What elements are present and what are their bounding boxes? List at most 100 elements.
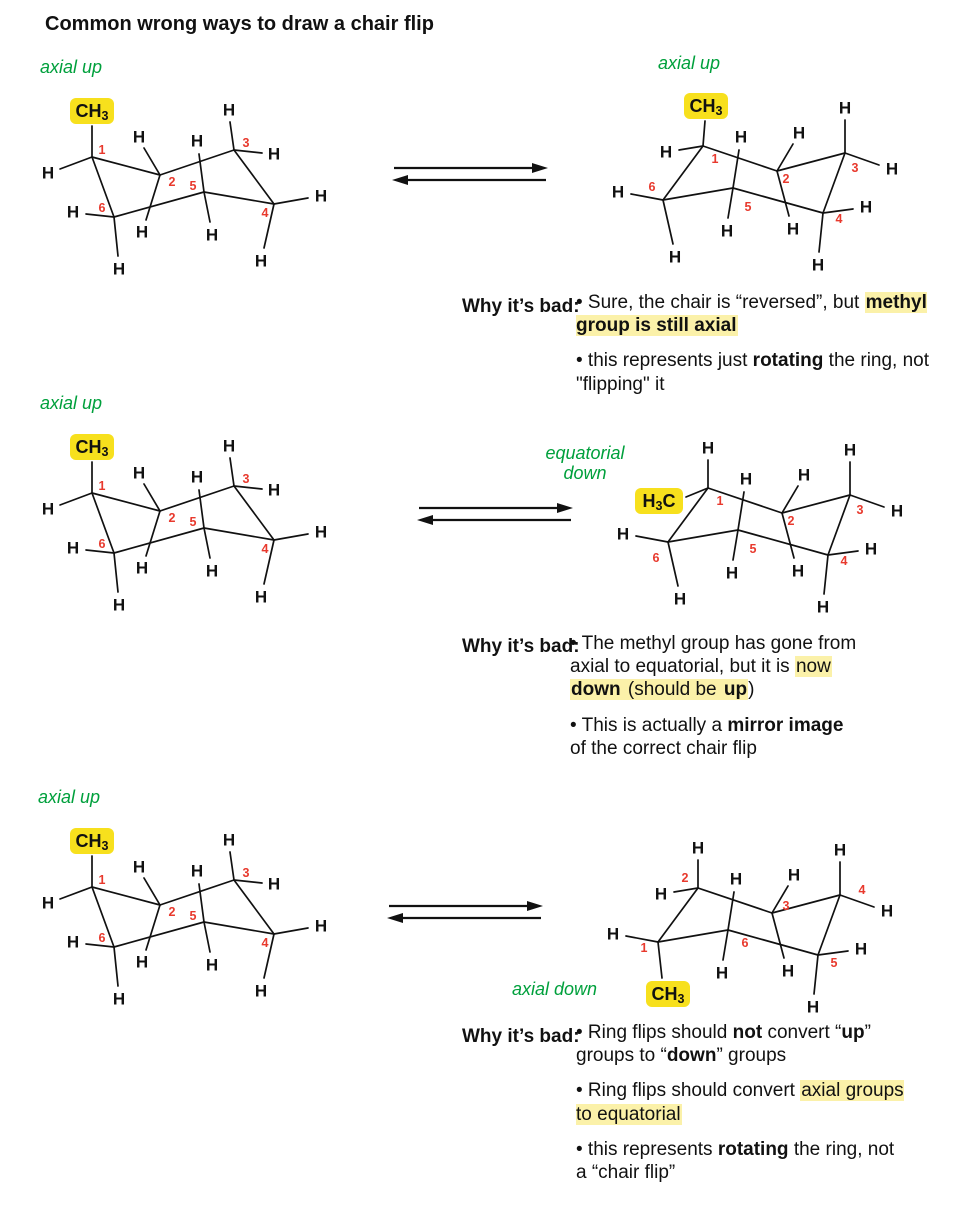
hydrogen-label: H [716,964,728,983]
carbon-number: 4 [262,936,269,950]
bond-line [657,887,699,943]
highlighted-text: (should be [621,679,723,701]
methyl-group-label: CH3 [76,437,109,459]
hydrogen-label: H [315,523,327,542]
bullet-text: • The methyl group has gone from axial t… [570,633,857,678]
carbon-number: 1 [717,494,724,508]
axial-up-label-row1-right: axial up [658,53,721,73]
bond-line [737,529,829,556]
bond-line [662,145,704,201]
bond-line [657,929,729,943]
bond-line [662,187,734,201]
bond-line [273,927,309,935]
carbon-number: 5 [831,956,838,970]
bond-line [707,487,783,514]
hydrogen-label: H [268,145,280,164]
bond-line [737,491,745,531]
bond-line [827,550,859,556]
bond-line [85,943,115,948]
hydrogen-label: H [67,539,79,558]
carbon-number: 1 [99,479,106,493]
carbon-number: 4 [836,212,843,226]
hydrogen-label: H [726,564,738,583]
bond-line [233,149,263,154]
hydrogen-label: H [42,164,54,183]
bullet-item: • this represents just rotating the ring… [576,349,956,395]
hydrogen-label: H [255,588,267,607]
carbon-number: 6 [99,931,106,945]
bond-line [263,539,275,585]
methyl-highlight [70,828,114,854]
hydrogen-label: H [692,839,704,858]
equilibrium-arrow-1 [390,158,550,195]
bond-line [727,929,819,956]
equilibrium-arrow-3 [385,896,545,933]
bond-line [781,512,795,559]
bullet-text: convert “ [762,1022,842,1043]
bond-line [203,921,211,953]
bond-line [732,149,740,189]
bond-line [159,879,235,906]
axial-up-label-row2-left: axial up [40,393,103,413]
carbon-number: 1 [641,941,648,955]
bullet-item: • this represents rotating the ring, not… [576,1138,906,1184]
why-bullets-2: • The methyl group has gone from axial t… [570,632,860,772]
hydrogen-label: H [792,562,804,581]
hydrogen-label: H [891,502,903,521]
bond-line [229,121,235,151]
bond-line [818,212,824,253]
hydrogen-label: H [817,598,829,617]
carbon-number: 3 [243,136,250,150]
bond-line [203,191,275,205]
bond-line [203,191,211,223]
bond-line [229,457,235,487]
hydrogen-label: H [255,252,267,271]
carbon-number: 6 [99,537,106,551]
bullet-text: • This is actually a [570,714,728,736]
bond-line [91,156,161,176]
bond-line [673,887,699,893]
hydrogen-label: H [721,222,733,241]
bullet-text: down [666,1045,717,1067]
hydrogen-label: H [133,464,145,483]
bullet-item: • Ring flips should convert axial groups… [576,1079,906,1125]
carbon-number: 4 [859,883,866,897]
bond-line [771,912,785,959]
bond-line [91,886,161,906]
bond-line [823,554,829,595]
bond-line [732,187,824,214]
bond-line [781,494,851,514]
hydrogen-label: H [133,858,145,877]
bond-line [702,120,706,147]
bond-line [776,143,794,172]
equatorial-down-label: equatorial down [533,443,637,484]
hydrogen-label: H [855,940,867,959]
carbon-number: 6 [653,551,660,565]
bond-line [113,921,205,948]
bond-line [771,885,789,914]
hydrogen-label: H [735,128,747,147]
hydrogen-label: H [660,143,672,162]
hydrogen-label: H [113,990,125,1009]
carbon-number: 3 [243,866,250,880]
bond-line [822,208,854,214]
bond-line [59,886,93,900]
bond-line [159,485,235,512]
bond-line [667,541,679,587]
hydrogen-label: H [191,468,203,487]
bullet-text: • Ring flips should [576,1022,733,1043]
why-its-bad-label-1: Why it’s bad: [462,296,580,317]
bond-line [817,894,841,956]
bond-line [143,147,161,176]
bond-line [198,489,205,529]
carbon-number: 4 [841,554,848,568]
hydrogen-label: H [206,956,218,975]
bond-line [817,950,849,956]
hydrogen-label: H [315,187,327,206]
